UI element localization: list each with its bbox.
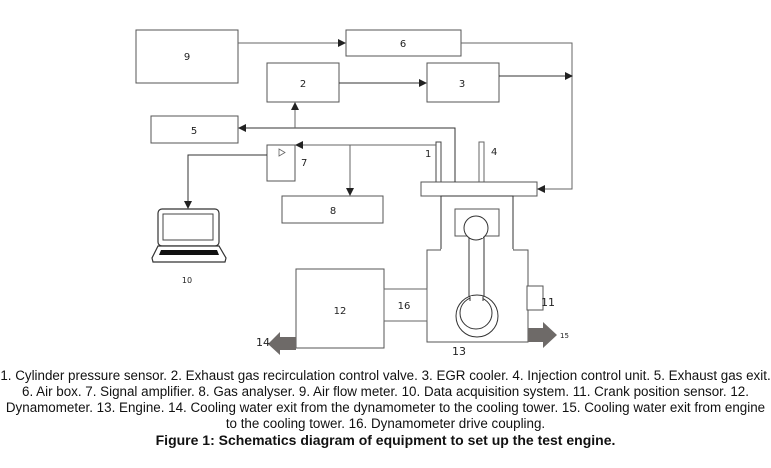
label-14: 14 [256, 336, 270, 349]
label-13: 13 [452, 345, 466, 358]
label-4: 4 [491, 147, 497, 158]
label-6: 6 [400, 39, 406, 50]
air-box: 6 [345, 29, 462, 57]
egr-control-valve-box: 2 [266, 62, 340, 103]
injection-control-unit: 4 [478, 141, 497, 183]
label-12: 12 [334, 306, 347, 317]
label-9: 9 [184, 52, 190, 63]
air-flow-meter-box: 9 [135, 29, 239, 84]
label-16: 16 [398, 301, 411, 312]
amplifier-symbol-icon [278, 148, 286, 157]
label-15: 15 [560, 332, 569, 340]
label-5: 5 [191, 126, 197, 137]
dynamometer-box: 12 [295, 268, 385, 349]
laptop-icon [151, 208, 227, 263]
cylinder-pressure-sensor: 1 [425, 141, 442, 183]
label-2: 2 [300, 79, 306, 90]
cylinder-head [420, 181, 538, 197]
label-10: 10 [182, 276, 192, 285]
egr-cooler-box: 3 [426, 62, 500, 103]
gas-analyser-box: 8 [281, 195, 384, 224]
label-7: 7 [301, 158, 307, 169]
signal-amplifier-box: 7 [266, 144, 307, 182]
legend-text: 1. Cylinder pressure sensor. 2. Exhaust … [0, 368, 771, 431]
drive-coupling-box: 16 [383, 288, 428, 322]
label-8: 8 [330, 206, 336, 217]
exhaust-gas-exit-box: 5 [150, 115, 239, 144]
crank-position-sensor [526, 285, 544, 311]
label-1: 1 [425, 149, 431, 160]
figure-title: Figure 1: Schematics diagram of equipmen… [155, 432, 616, 448]
label-11: 11 [541, 296, 555, 309]
water-exit-arrow-14 [268, 332, 296, 355]
connection-lines [184, 39, 573, 209]
water-exit-arrow-15 [528, 322, 557, 348]
figure-caption: 1. Cylinder pressure sensor. 2. Exhaust … [0, 368, 771, 448]
schematic-diagram: 9 6 2 3 5 7 8 10 1 4 [135, 29, 573, 358]
label-3: 3 [459, 79, 465, 90]
